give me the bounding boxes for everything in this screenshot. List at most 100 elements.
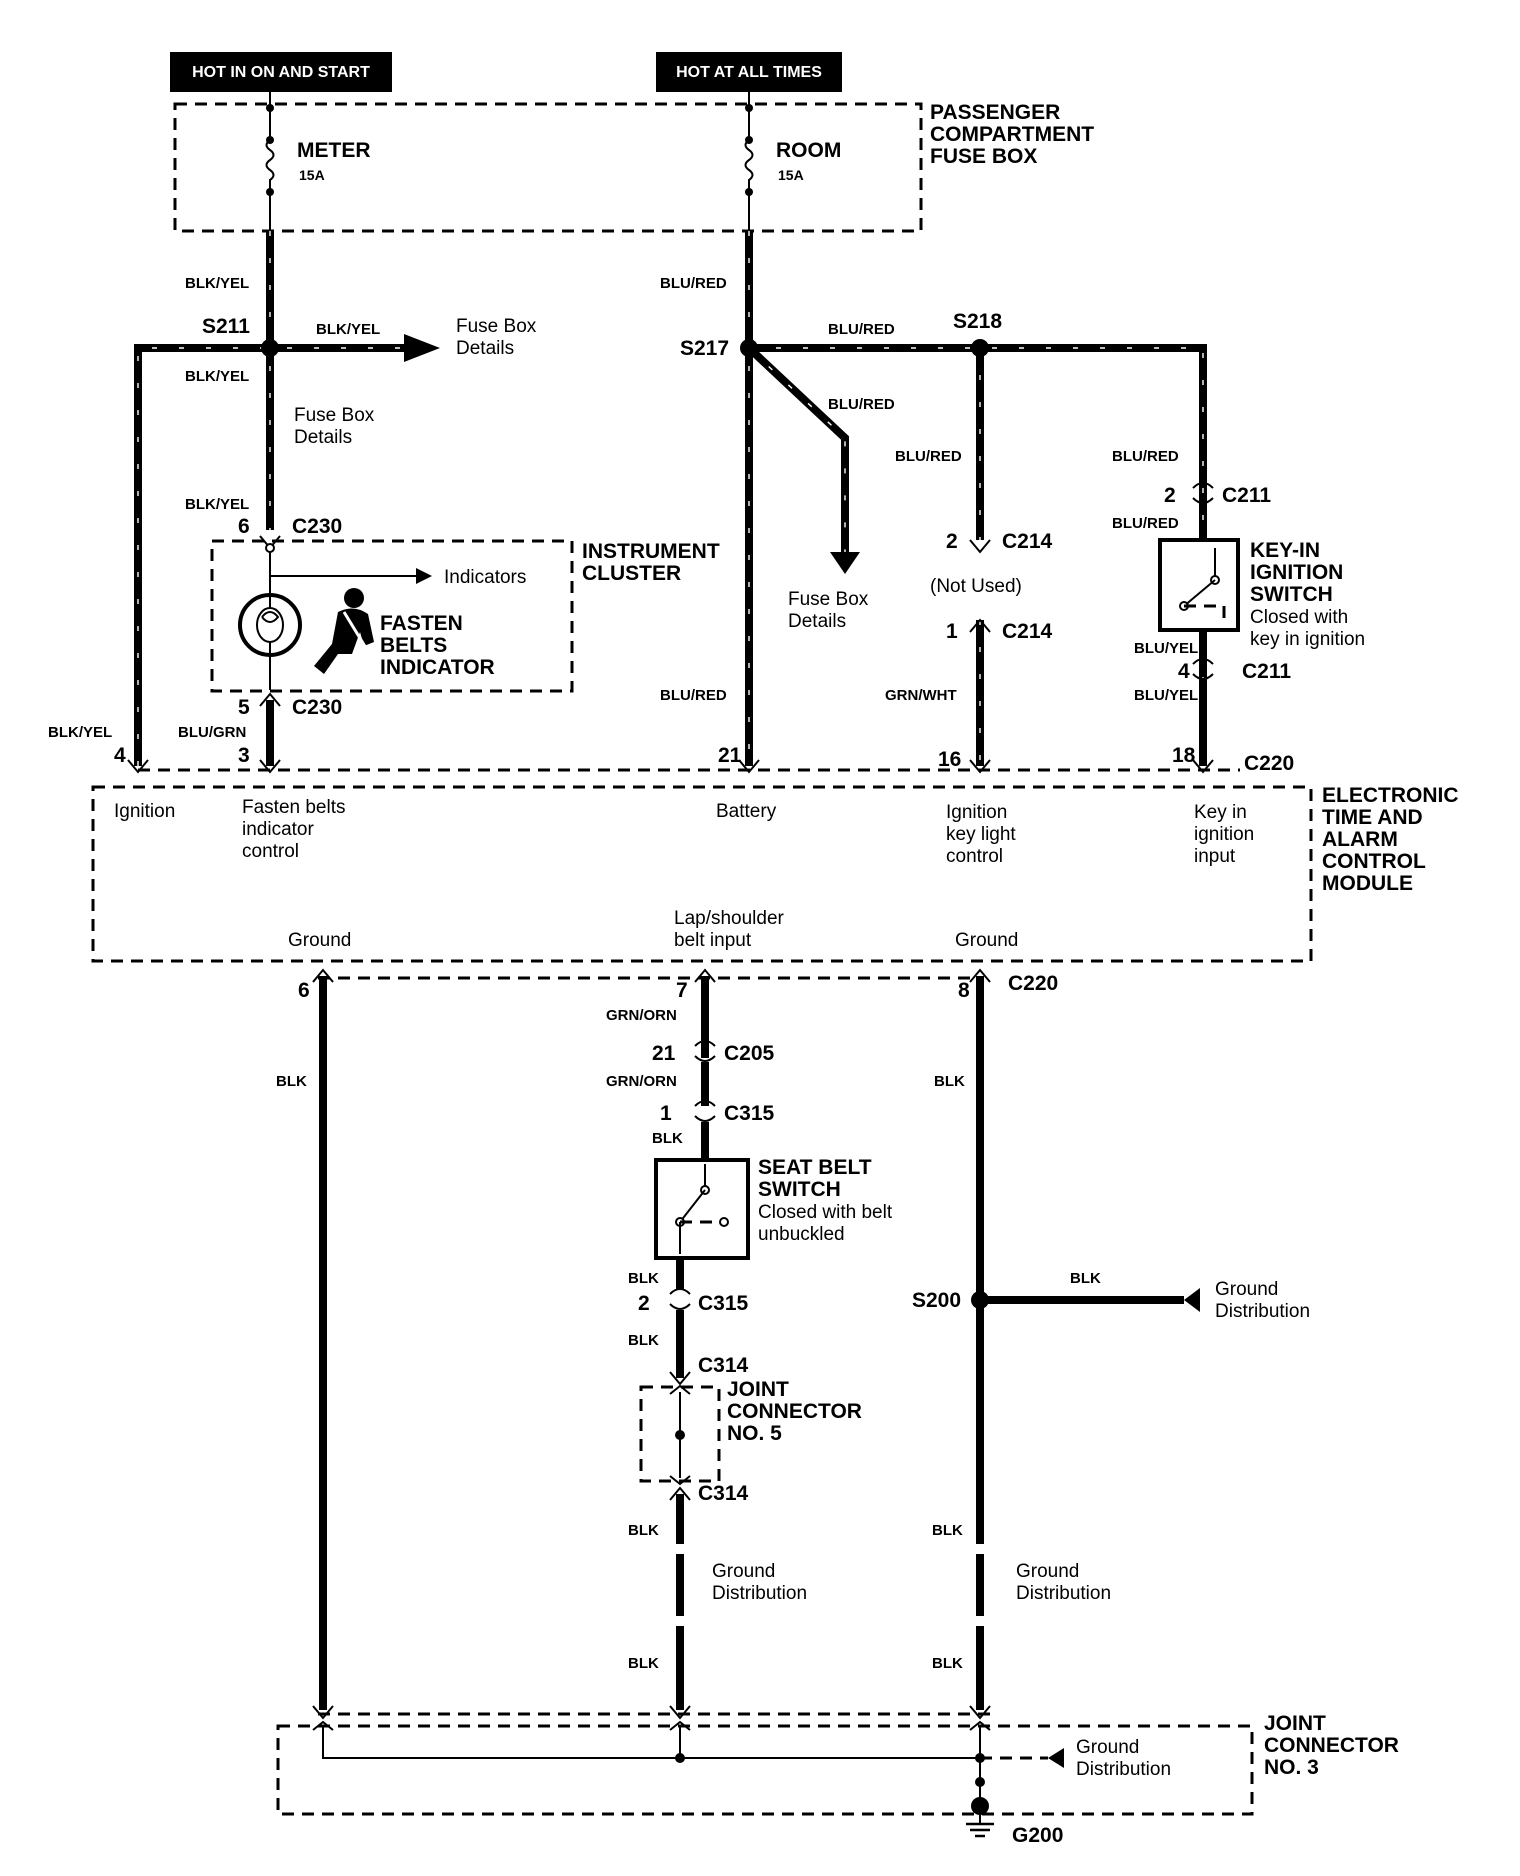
svg-text:KEY-IN: KEY-IN: [1250, 539, 1320, 562]
connector-c314-symbol: [669, 1371, 691, 1386]
wire-color-label: BLU/RED: [828, 396, 895, 413]
joint-connector-5-internal: [669, 1384, 691, 1486]
key-in-switch-title: KEY-IN IGNITION SWITCH: [1250, 539, 1343, 606]
wire-color-label: GRN/WHT: [885, 687, 957, 704]
connector-pin-symbol: [738, 759, 760, 774]
wire-color-label: BLK: [628, 1332, 659, 1349]
svg-text:IGNITION: IGNITION: [1250, 561, 1343, 584]
splice-s218: [971, 339, 989, 357]
ground-terminal-label: Ground: [288, 930, 351, 951]
svg-text:Details: Details: [456, 338, 514, 359]
connector-pin-symbol: [969, 968, 991, 983]
wire-color-label: BLK: [934, 1073, 965, 1090]
c211-label: C211: [1242, 660, 1291, 683]
svg-text:Fuse Box: Fuse Box: [294, 405, 375, 426]
connector-c315-symbol: [694, 1100, 716, 1122]
wire-color-label: BLU/YEL: [1134, 687, 1198, 704]
svg-text:FUSE BOX: FUSE BOX: [930, 145, 1037, 168]
indicators-arrow: [416, 568, 432, 584]
control-module-title: ELECTRONIC TIME AND ALARM CONTROL MODULE: [1322, 784, 1459, 895]
meter-fuse-amperage: 15A: [299, 167, 325, 183]
svg-text:CONTROL: CONTROL: [1322, 850, 1426, 873]
key-light-control-terminal-label: Ignition key light control: [946, 802, 1016, 867]
fuse-box-details-arrow: [404, 334, 440, 362]
wire-color-label: BLK: [932, 1522, 963, 1539]
svg-text:Distribution: Distribution: [1215, 1301, 1310, 1322]
pin-label: 2: [1164, 484, 1176, 507]
svg-text:Closed with belt: Closed with belt: [758, 1202, 893, 1223]
fasten-belts-indicator-label: FASTEN BELTS INDICATOR: [380, 612, 495, 679]
ground-distribution-ref: Ground Distribution: [1076, 1737, 1171, 1780]
c205-label: C205: [724, 1042, 775, 1065]
wire-color-label: BLK/YEL: [185, 368, 249, 385]
key-in-switch-note: Closed with key in ignition: [1250, 607, 1365, 650]
c314-label: C314: [698, 1482, 749, 1505]
c230-label: C230: [292, 696, 342, 719]
joint-connector-3-title: JOINT CONNECTOR NO. 3: [1264, 1712, 1399, 1779]
svg-text:input: input: [1194, 846, 1236, 867]
connector-pin-symbol: [969, 1705, 991, 1720]
c220-label: C220: [1244, 752, 1294, 775]
key-in-switch-box: [1158, 538, 1240, 632]
svg-text:CLUSTER: CLUSTER: [582, 562, 681, 585]
seat-belt-switch-box: [654, 1158, 750, 1260]
wire-color-label: BLK: [932, 1655, 963, 1672]
svg-text:Fuse Box: Fuse Box: [456, 316, 537, 337]
svg-text:INSTRUMENT: INSTRUMENT: [582, 540, 720, 563]
wire-color-label: BLU/GRN: [178, 724, 246, 741]
connector-pin-symbol: [969, 759, 991, 774]
pin-label: 5: [238, 696, 250, 719]
pin-label: 21: [718, 744, 742, 767]
fuse-box-details-ref: Fuse Box Details: [456, 316, 537, 359]
hot-in-on-and-start-label: HOT IN ON AND START: [192, 64, 370, 81]
svg-text:TIME AND: TIME AND: [1322, 806, 1423, 829]
ground-terminal-label: Ground: [955, 930, 1018, 951]
fasten-belts-bulb-icon: [238, 593, 302, 657]
control-module-outline: [91, 785, 1313, 963]
connector-c214-symbol: [969, 618, 991, 633]
hot-at-all-times-label: HOT AT ALL TIMES: [676, 64, 822, 81]
pin-label: 6: [238, 515, 250, 538]
wire-color-label: BLU/RED: [828, 321, 895, 338]
pin-label: 6: [298, 979, 310, 1002]
pin-label: 2: [638, 1292, 650, 1315]
room-fuse-label: ROOM: [776, 139, 841, 162]
meter-fuse-label: METER: [297, 139, 371, 162]
connector-pin-symbol: [312, 968, 334, 983]
ground-distribution-ref: Ground Distribution: [1016, 1561, 1111, 1604]
connector-pin-symbol: [1192, 759, 1214, 774]
svg-text:Distribution: Distribution: [712, 1583, 807, 1604]
passenger-fuse-box-outline: [173, 102, 923, 233]
joint-connector-5-title: JOINT CONNECTOR NO. 5: [727, 1378, 862, 1445]
svg-text:Ground: Ground: [1215, 1279, 1278, 1300]
s218-label: S218: [953, 310, 1002, 333]
g200-label: G200: [1012, 1824, 1063, 1847]
c230-label: C230: [292, 515, 342, 538]
pin-label: 7: [676, 979, 688, 1002]
wire-color-label: BLK: [628, 1522, 659, 1539]
c315-label: C315: [724, 1102, 775, 1125]
svg-text:COMPARTMENT: COMPARTMENT: [930, 123, 1094, 146]
seat-belt-switch-note: Closed with belt unbuckled: [758, 1202, 893, 1245]
wire-color-label: BLK/YEL: [185, 496, 249, 513]
c314-label: C314: [698, 1354, 749, 1377]
svg-text:belt input: belt input: [674, 930, 752, 951]
pin-label: 2: [946, 530, 958, 553]
wire-color-label: BLK: [1070, 1270, 1101, 1287]
wire-color-label: BLU/YEL: [1134, 640, 1198, 657]
blu-red-circuit: [745, 231, 1207, 766]
connector-c205-symbol: [694, 1040, 716, 1062]
fuse-box-details-ref: Fuse Box Details: [294, 405, 375, 448]
svg-text:PASSENGER: PASSENGER: [930, 101, 1060, 124]
c214-label: C214: [1002, 530, 1053, 553]
ground-distribution-ref: Ground Distribution: [712, 1561, 807, 1604]
wire-color-label: GRN/ORN: [606, 1007, 677, 1024]
svg-text:control: control: [242, 841, 299, 862]
ground-g200-icon: [966, 1797, 994, 1838]
svg-text:Ground: Ground: [712, 1561, 775, 1582]
room-fuse-symbol: [744, 92, 754, 231]
svg-text:indicator: indicator: [242, 819, 314, 840]
c214-label: C214: [1002, 620, 1053, 643]
ignition-terminal-label: Ignition: [114, 801, 175, 822]
